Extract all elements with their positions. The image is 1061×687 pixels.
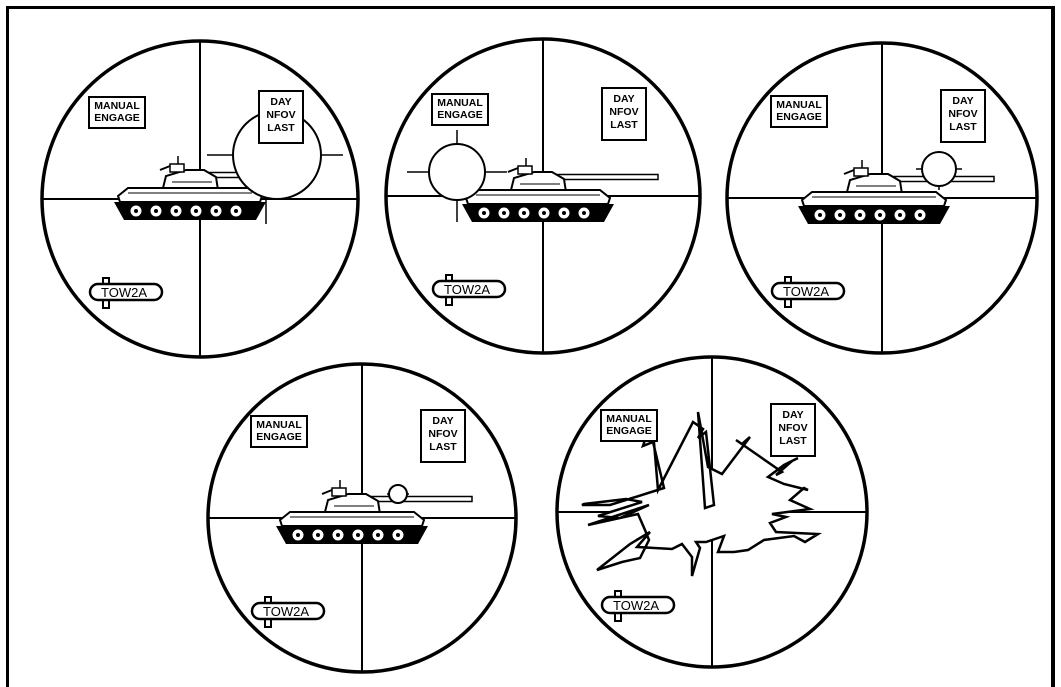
missile-label: TOW2A xyxy=(263,604,309,619)
sensor-label-1: DAY xyxy=(952,95,973,107)
sensor-label-3: LAST xyxy=(267,122,295,134)
sensor-label-3: LAST xyxy=(429,441,457,453)
missile-label: TOW2A xyxy=(101,285,147,300)
mode-label-1: MANUAL xyxy=(256,419,302,431)
sensor-label-1: DAY xyxy=(782,409,803,421)
mode-label-2: ENGAGE xyxy=(94,112,140,124)
sensor-label-1: DAY xyxy=(613,93,634,105)
mode-label-1: MANUAL xyxy=(437,97,483,109)
mode-label-2: ENGAGE xyxy=(606,425,652,437)
missile-label: TOW2A xyxy=(783,284,829,299)
sensor-label-2: NFOV xyxy=(266,109,295,121)
sensor-label-2: NFOV xyxy=(428,428,457,440)
sensor-label-2: NFOV xyxy=(778,422,807,434)
sensor-label-1: DAY xyxy=(270,96,291,108)
sensor-label-1: DAY xyxy=(432,415,453,427)
aim-circle-marker xyxy=(922,152,956,186)
mode-label-1: MANUAL xyxy=(776,99,822,111)
sensor-label-3: LAST xyxy=(610,119,638,131)
mode-label-1: MANUAL xyxy=(606,413,652,425)
mode-label-2: ENGAGE xyxy=(776,111,822,123)
mode-label-1: MANUAL xyxy=(94,100,140,112)
sensor-label-3: LAST xyxy=(949,121,977,133)
sensor-label-2: NFOV xyxy=(609,106,638,118)
missile-label: TOW2A xyxy=(444,282,490,297)
missile-label: TOW2A xyxy=(613,598,659,613)
aim-circle-marker xyxy=(389,485,407,503)
mode-label-2: ENGAGE xyxy=(256,431,302,443)
sensor-label-2: NFOV xyxy=(948,108,977,120)
mode-label-2: ENGAGE xyxy=(437,109,483,121)
sensor-label-3: LAST xyxy=(779,435,807,447)
aim-circle-marker xyxy=(429,144,485,200)
